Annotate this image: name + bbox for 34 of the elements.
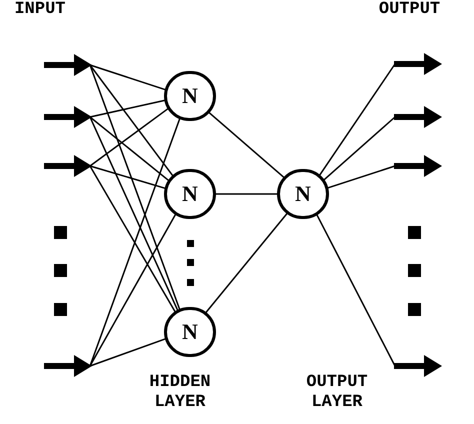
connection-line <box>208 112 285 178</box>
connection-line <box>327 165 396 189</box>
connection-line <box>89 214 176 366</box>
connection-line <box>90 165 166 190</box>
connection-line <box>89 166 176 312</box>
output-signal-symbol <box>394 155 442 177</box>
connection-line <box>323 116 396 181</box>
connection-line <box>90 100 166 118</box>
connection-line <box>215 193 278 195</box>
layer-label: INPUT <box>13 0 66 20</box>
input-signal-symbol <box>44 54 92 76</box>
neuron-label: N <box>295 183 311 205</box>
connection-line <box>89 118 180 366</box>
layer-label: OUTPUT <box>378 0 442 20</box>
connection-line <box>90 338 166 367</box>
layer-label: OUTPUT LAYER <box>305 373 369 413</box>
layer-label: HIDDEN LAYER <box>148 373 212 413</box>
connection-line <box>89 64 180 310</box>
connection-line <box>89 64 174 176</box>
connection-line <box>90 108 169 167</box>
neuron-label: N <box>182 85 198 107</box>
input-signal-symbol <box>44 355 92 377</box>
output-signal-symbol <box>394 106 442 128</box>
input-signal-symbol <box>44 106 92 128</box>
output-signal-symbol <box>394 355 442 377</box>
output-signal-symbol <box>394 53 442 75</box>
connection-line <box>318 64 396 176</box>
input-signal-symbol <box>44 155 92 177</box>
connection-line <box>316 214 396 366</box>
neuron-label: N <box>182 183 198 205</box>
connection-line <box>90 64 166 91</box>
neuron-label: N <box>182 321 198 343</box>
connection-line <box>205 212 288 314</box>
connection-line <box>90 116 170 182</box>
